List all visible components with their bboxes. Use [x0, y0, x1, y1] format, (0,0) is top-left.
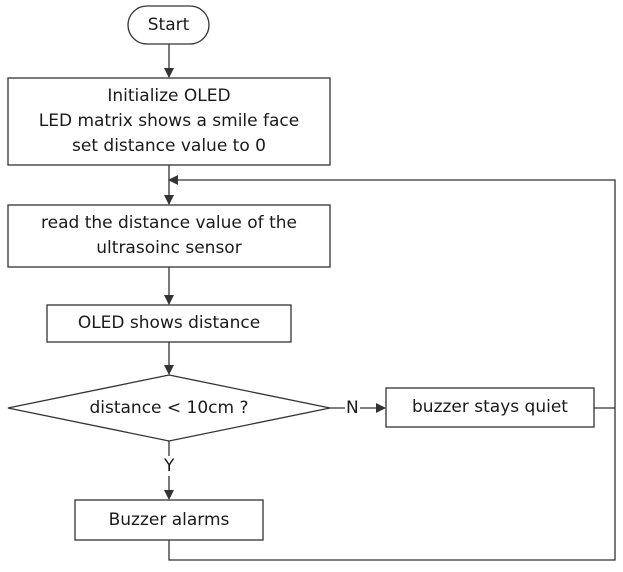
start-label: Start	[147, 14, 190, 35]
show-label: OLED shows distance	[77, 313, 261, 333]
decision-label: distance < 10cm ?	[89, 397, 249, 418]
init-label: Initialize OLED LED matrix shows a smile…	[38, 86, 300, 156]
quiet-label: buzzer stays quiet	[412, 397, 568, 417]
alarm-label: Buzzer alarms	[108, 509, 230, 530]
show-box	[46, 304, 292, 343]
read-label: read the distance value of the ultrasoin…	[41, 213, 297, 258]
alarm-box	[74, 499, 264, 541]
no-branch-label: N	[345, 398, 360, 418]
edge-alarm-loop	[168, 175, 616, 561]
read-box	[7, 204, 331, 268]
init-box	[7, 77, 331, 166]
yes-branch-label: Y	[163, 456, 176, 476]
quiet-box	[385, 387, 595, 428]
